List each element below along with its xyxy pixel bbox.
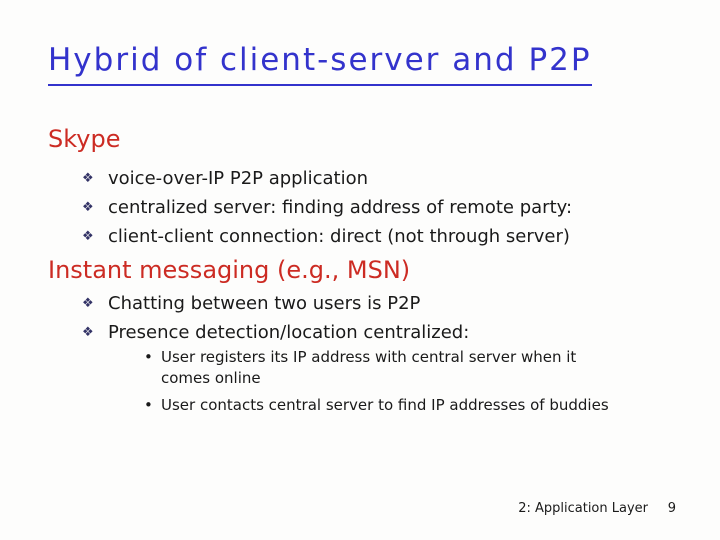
bullet-item: ❖ voice-over-IP P2P application [82,164,668,193]
section-heading-skype: Skype [48,125,121,153]
bullet-item: ❖ centralized server: finding address of… [82,193,668,222]
section-heading-instant-messaging: Instant messaging (e.g., MSN) [48,256,411,284]
footer-page-number: 9 [667,501,676,516]
sub-bullet-item: • User registers its IP address with cen… [144,347,668,389]
diamond-bullet-icon: ❖ [82,171,94,186]
slide-body: Skype ❖ voice-over-IP P2P application ❖ … [48,124,668,416]
bullet-text: voice-over-IP P2P application [108,168,369,189]
sub-bullet-text: User contacts central server to find IP … [161,396,609,414]
bullet-text: client-client connection: direct (not th… [108,226,570,247]
slide-title: Hybrid of client-server and P2P [48,42,592,86]
bullet-text: Chatting between two users is P2P [108,293,421,314]
bullet-text: centralized server: finding address of r… [108,197,573,218]
diamond-bullet-icon: ❖ [82,325,94,340]
dot-bullet-icon: • [144,348,153,366]
diamond-bullet-icon: ❖ [82,200,94,215]
diamond-bullet-icon: ❖ [82,296,94,311]
sub-bullet-item: • User contacts central server to find I… [144,395,668,416]
bullet-text: Presence detection/location centralized: [108,322,470,343]
bullet-item: ❖ Presence detection/location centralize… [82,318,668,347]
sub-bullet-text: User registers its IP address with centr… [161,348,577,387]
bullet-item: ❖ Chatting between two users is P2P [82,289,668,318]
diamond-bullet-icon: ❖ [82,229,94,244]
footer-section-label: 2: Application Layer [518,501,648,516]
dot-bullet-icon: • [144,396,153,414]
bullet-item: ❖ client-client connection: direct (not … [82,222,668,251]
